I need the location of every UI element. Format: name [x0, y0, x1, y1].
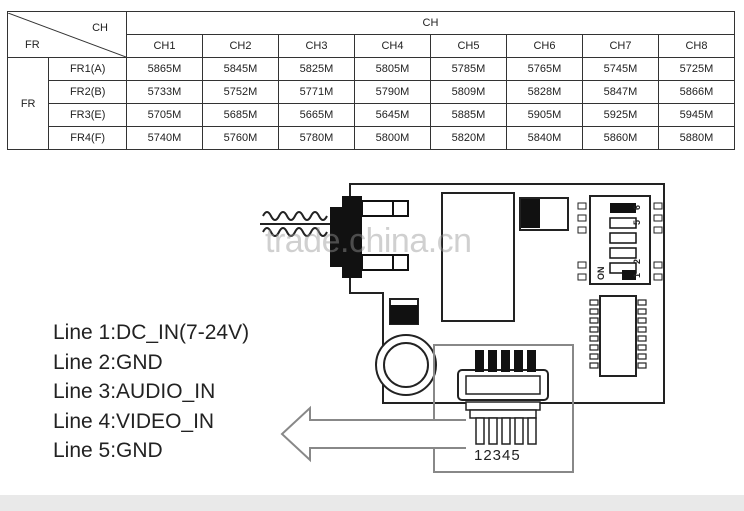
channel-header: CH6: [506, 34, 583, 58]
corner-fr-label: FR: [25, 38, 40, 51]
freq-cell: 5780M: [278, 126, 355, 150]
line-1-label: Line 1:DC_IN(7-24V): [53, 321, 250, 344]
antenna-connector-icon: [330, 196, 409, 278]
freq-cell: 5866M: [658, 80, 735, 104]
fr-group-label: FR: [6, 57, 50, 150]
freq-cell: 5880M: [658, 126, 735, 150]
corner-diagonal: [8, 12, 126, 57]
freq-cell: 5865M: [126, 57, 203, 81]
freq-cell: 5828M: [506, 80, 583, 104]
dip-label-2: 2: [632, 259, 642, 264]
freq-cell: 5800M: [354, 126, 431, 150]
freq-cell: 5809M: [430, 80, 507, 104]
wiring-legend: Line 1:DC_IN(7-24V) Line 2:GND Line 3:AU…: [53, 318, 249, 466]
freq-cell: 5945M: [658, 103, 735, 127]
table-row: FR FR1(A) 5865M 5845M 5825M 5805M 5785M …: [6, 57, 735, 150]
capacitor-fill: [390, 305, 418, 324]
electrolytic-capacitor-inner: [383, 342, 429, 388]
freq-cell: 5785M: [430, 57, 507, 81]
freq-cell: 5765M: [506, 57, 583, 81]
frequency-table: CH FR CH CH1 CH2 CH3 CH4 CH5 CH6 CH7 CH8…: [6, 11, 735, 150]
freq-cell: 5885M: [430, 103, 507, 127]
freq-cell: 5820M: [430, 126, 507, 150]
channel-header: CH1: [126, 34, 203, 58]
freq-cell: 5771M: [278, 80, 355, 104]
channel-header: CH3: [278, 34, 355, 58]
line-4-label: Line 4:VIDEO_IN: [53, 409, 215, 433]
ic-chip: [589, 295, 647, 377]
row-label: FR1(A): [48, 57, 127, 81]
freq-cell: 5752M: [202, 80, 279, 104]
bottom-strip: [0, 495, 744, 511]
dip-switch: [577, 195, 663, 285]
table-row: FR4(F) 5740M 5760M 5780M 5800M 5820M 584…: [8, 126, 735, 150]
black-component: [520, 198, 540, 228]
line-5-label: Line 5:GND: [53, 439, 163, 462]
dip-label-on: ON: [596, 267, 606, 281]
corner-ch-label: CH: [92, 21, 108, 34]
antenna-icon: [260, 211, 330, 237]
dip-label-1: 1: [632, 273, 642, 278]
freq-cell: 5840M: [506, 126, 583, 150]
dip-label-5: 5: [632, 220, 642, 225]
row-label: FR4(F): [48, 126, 127, 150]
freq-cell: 5925M: [582, 103, 659, 127]
freq-cell: 5645M: [354, 103, 431, 127]
rf-shield-module: [441, 192, 515, 322]
freq-cell: 5760M: [202, 126, 279, 150]
freq-cell: 5860M: [582, 126, 659, 150]
line-2-label: Line 2:GND: [53, 350, 163, 374]
arrow-left-icon: [280, 405, 466, 463]
table-corner-cell: CH FR: [7, 11, 127, 58]
dip-label-6: 6: [632, 205, 642, 210]
channel-group-header: CH: [126, 11, 735, 35]
freq-cell: 5725M: [658, 57, 735, 81]
table-row: FR2(B) 5733M 5752M 5771M 5790M 5809M 582…: [8, 80, 735, 104]
freq-cell: 5740M: [126, 126, 203, 150]
freq-cell: 5745M: [582, 57, 659, 81]
freq-cell: 5845M: [202, 57, 279, 81]
black-component-outline: [519, 197, 569, 231]
five-pin-connector: [457, 350, 549, 445]
channel-header: CH7: [582, 34, 659, 58]
line-3-label: Line 3:AUDIO_IN: [53, 380, 216, 403]
watermark: trade.china.cn: [265, 222, 472, 260]
connector-pin-numbers: 12345: [474, 447, 521, 464]
